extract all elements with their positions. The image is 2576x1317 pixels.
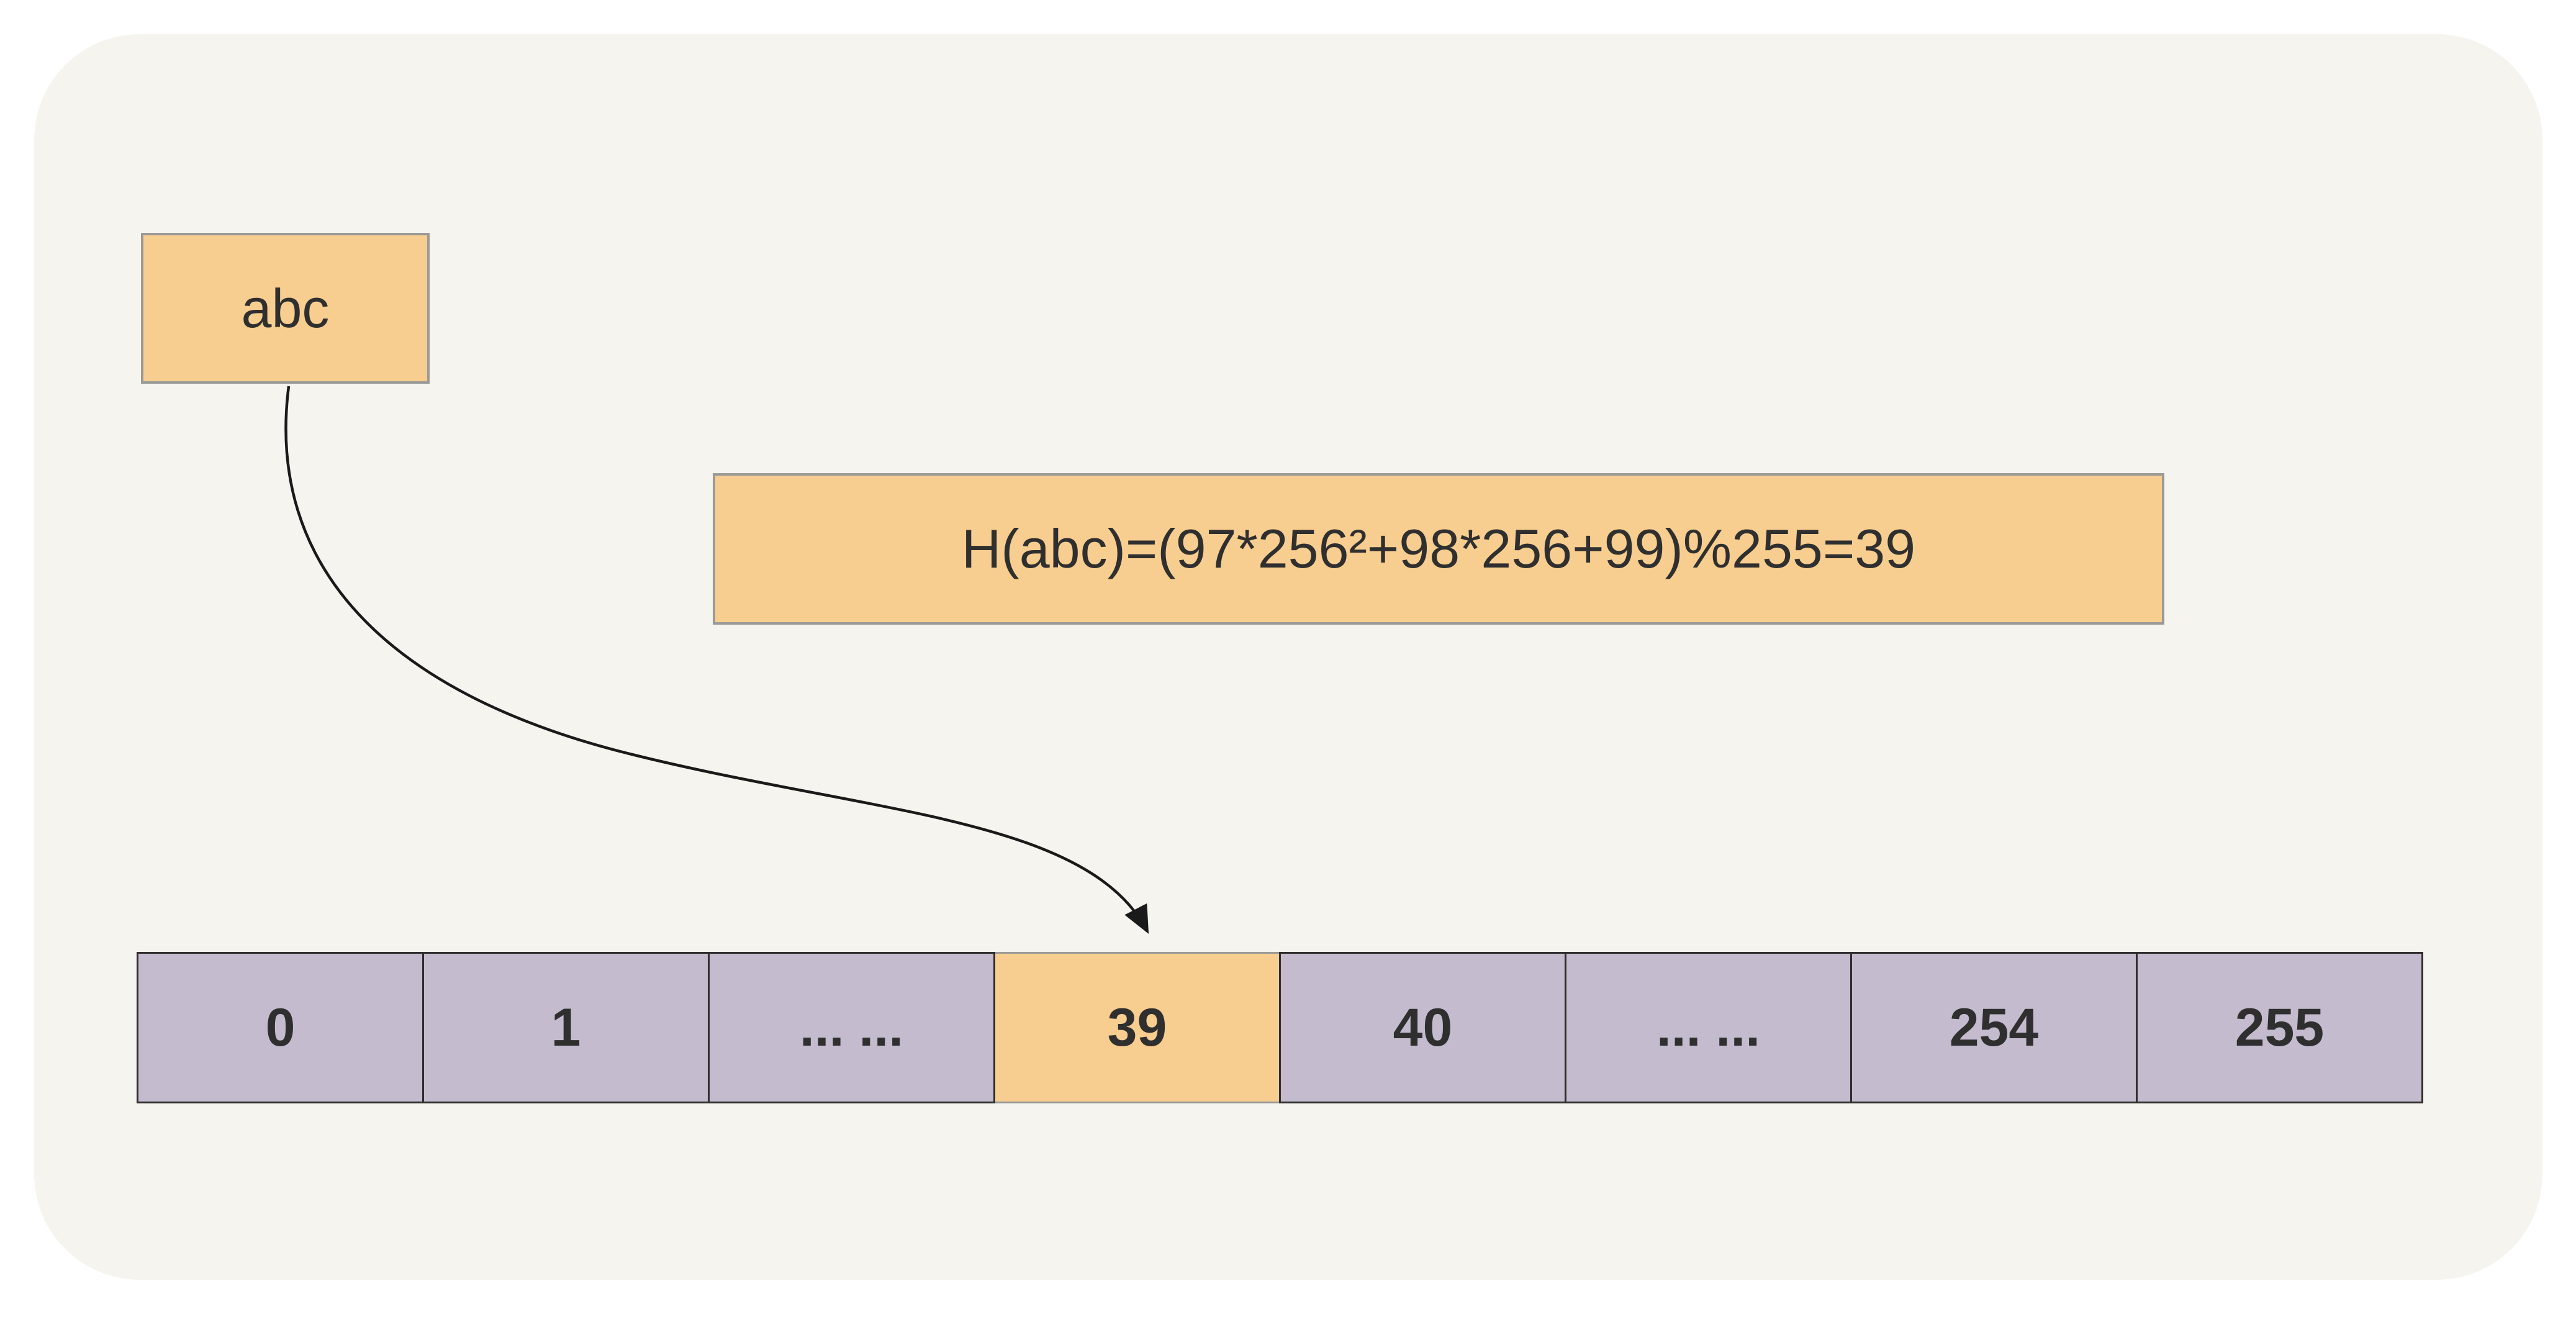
input-key-box: abc: [141, 233, 430, 384]
hash-cell-ellipsis-left: ... ...: [708, 952, 995, 1103]
hash-cell-39-highlighted: 39: [993, 952, 1281, 1103]
hash-cell-label: ... ...: [1656, 998, 1761, 1057]
hash-cell-0: 0: [137, 952, 424, 1103]
hash-cell-label: 0: [265, 998, 296, 1057]
hash-cell-ellipsis-right: ... ...: [1565, 952, 1852, 1103]
hash-cell-1: 1: [422, 952, 710, 1103]
hash-cell-label: 255: [2235, 998, 2325, 1057]
hash-formula-label: H(abc)=(97*256²+98*256+99)%255=39: [961, 518, 1916, 579]
hash-cell-254: 254: [1850, 952, 2138, 1103]
hash-cell-label: 39: [1107, 998, 1167, 1057]
hash-formula-box: H(abc)=(97*256²+98*256+99)%255=39: [713, 473, 2164, 625]
input-key-label: abc: [241, 277, 330, 339]
hash-cell-label: ... ...: [799, 998, 904, 1057]
hash-cell-label: 1: [551, 998, 581, 1057]
hash-cell-255: 255: [2136, 952, 2423, 1103]
hash-cell-label: 40: [1393, 998, 1453, 1057]
hash-table-array: 0 1 ... ... 39 40 ... ... 254 255: [137, 952, 2423, 1103]
hash-cell-label: 254: [1949, 998, 2039, 1057]
hash-cell-40: 40: [1279, 952, 1566, 1103]
